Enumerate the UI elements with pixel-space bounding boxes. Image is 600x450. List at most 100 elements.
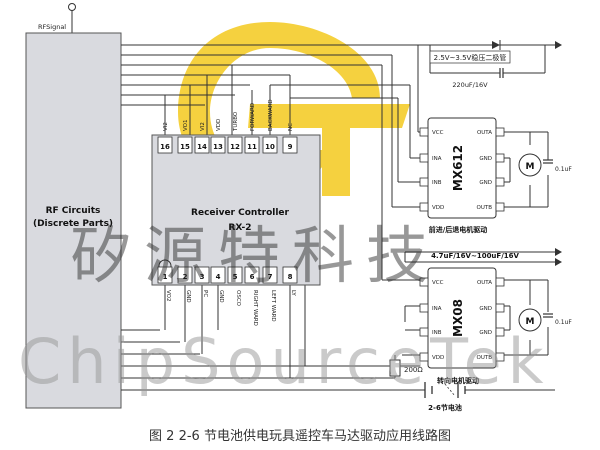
bottom-pin-number: 7 <box>268 273 273 281</box>
controller-top-pin: 12 TURBO <box>227 111 243 154</box>
regulator-diode <box>492 40 501 50</box>
bottom-pin-number: 5 <box>233 273 238 281</box>
chip-left-pin-label: INB <box>432 330 442 336</box>
bottom-pin-name: LEFT WARD <box>270 290 276 322</box>
bottom-pin-number: 4 <box>216 273 221 281</box>
watermark-english: ChipSourceTek <box>18 325 550 398</box>
top-pin-number: 10 <box>265 143 275 151</box>
rf-circuits-block <box>25 32 122 409</box>
chip-pin-pad <box>419 177 429 187</box>
mx612-cap <box>543 159 553 164</box>
watermark-chinese: 矽源特科技 <box>70 219 441 292</box>
motor-1-icon <box>518 153 542 177</box>
regulator-label: 2.5V~3.5V稳压二极管 <box>434 53 507 62</box>
top-pin-number: 12 <box>230 143 240 151</box>
battery-label: 2-6节电池 <box>428 403 462 412</box>
wiring <box>121 44 555 391</box>
chip-right-pin-label: GND <box>479 156 492 162</box>
top-pin-number: 9 <box>288 143 293 151</box>
chip-pin-pad <box>495 303 505 313</box>
controller-title: Receiver Controller <box>191 208 289 218</box>
chip-pin-pad <box>495 202 505 212</box>
top-pin-number: 15 <box>180 143 190 151</box>
chip-left-pin-label: INB <box>432 180 442 186</box>
bottom-pin-number: 8 <box>288 273 293 281</box>
chip-pin-pad <box>495 327 505 337</box>
top-pin-name: FORWARD <box>250 103 256 131</box>
chip-left-pin-label: VCC <box>432 130 444 136</box>
receiver-controller-block <box>151 134 321 286</box>
chip-right-pin-label: GND <box>479 180 492 186</box>
chip-left-pin-label: VCC <box>432 280 444 286</box>
mx612-cap-label: 0.1uF <box>555 166 572 173</box>
mx08-cap-label: 0.1uF <box>555 319 572 326</box>
rf-antenna <box>68 3 76 33</box>
rf-block-title: RF Circuits <box>46 206 101 216</box>
bottom-pin-name: VO2 <box>165 290 171 302</box>
mx08-cap <box>543 313 553 318</box>
top-pin-name: TURBO <box>233 111 239 132</box>
motor-1-label: M <box>526 162 535 172</box>
controller-top-pin: 10 BACKWARD <box>262 99 278 154</box>
bottom-pin-number: 2 <box>183 273 188 281</box>
top-pin-name: VO1 <box>183 120 189 132</box>
battery-symbol <box>424 382 466 398</box>
logo-watermark <box>178 22 410 196</box>
resistor <box>389 359 401 377</box>
chip-left-pin-label: VDD <box>432 355 444 361</box>
arrow-rail-1 <box>555 248 562 256</box>
bottom-pin-name: OSCO <box>235 290 241 307</box>
chip-pin-pad <box>419 277 429 287</box>
top-pin-name: VI2 <box>163 122 169 131</box>
mx612-name: MX612 <box>451 145 465 191</box>
chip-right-pin-label: GND <box>479 306 492 312</box>
controller-top-pin: 16 VI2 <box>157 122 173 154</box>
figure-caption: 图 2 2-6 节电池供电玩具遥控车马达驱动应用线路图 <box>149 429 451 444</box>
chip-pin-pad <box>419 202 429 212</box>
arrow-rail-2 <box>555 258 562 266</box>
chip-pin-pad <box>495 153 505 163</box>
mx08-chip <box>427 267 497 369</box>
top-pin-number: 11 <box>247 143 257 151</box>
chip-left-pin-label: INA <box>432 156 442 162</box>
chip-pin-pad <box>495 177 505 187</box>
controller-top-pin: 15 VO1 <box>177 120 193 154</box>
bottom-pin-number: 3 <box>200 273 205 281</box>
controller-top-pin: 14 VI2 <box>194 122 210 154</box>
regulator-capacitor <box>499 68 504 78</box>
chip-right-pin-label: GND <box>479 330 492 336</box>
top-pin-name: BACKWARD <box>268 99 274 131</box>
top-pin-name: NC <box>288 123 294 131</box>
top-pin-number: 16 <box>160 143 170 151</box>
chip-left-pin-label: INA <box>432 306 442 312</box>
bottom-pin-name: RIGHT WARD <box>252 290 258 326</box>
chip-left-pin-label: VDD <box>432 205 444 211</box>
bottom-pin-name: LY <box>290 290 296 296</box>
rf-signal-label: RFSignal <box>38 23 66 31</box>
controller-part: RX-2 <box>228 223 251 233</box>
bottom-pin-name: GND <box>185 290 191 303</box>
bulk-cap-label: 4.7uF/16V~100uF/16V <box>431 252 519 260</box>
chip-pin-pad <box>495 352 505 362</box>
bottom-pin-name: PC <box>202 290 208 297</box>
regulator-cap-label: 220uF/16V <box>452 81 488 89</box>
chip-pin-pad <box>419 352 429 362</box>
arrow-vcc <box>555 41 562 49</box>
mx612-caption: 前进/后退电机驱动 <box>429 225 488 234</box>
controller-top-pin: 9 NC <box>282 123 298 154</box>
chip-pin-pad <box>495 127 505 137</box>
controller-bottom-pin: 8LY <box>282 266 298 296</box>
top-pin-name: VI2 <box>200 122 206 131</box>
top-pin-number: 14 <box>197 143 207 151</box>
bottom-pin-number: 1 <box>163 273 168 281</box>
